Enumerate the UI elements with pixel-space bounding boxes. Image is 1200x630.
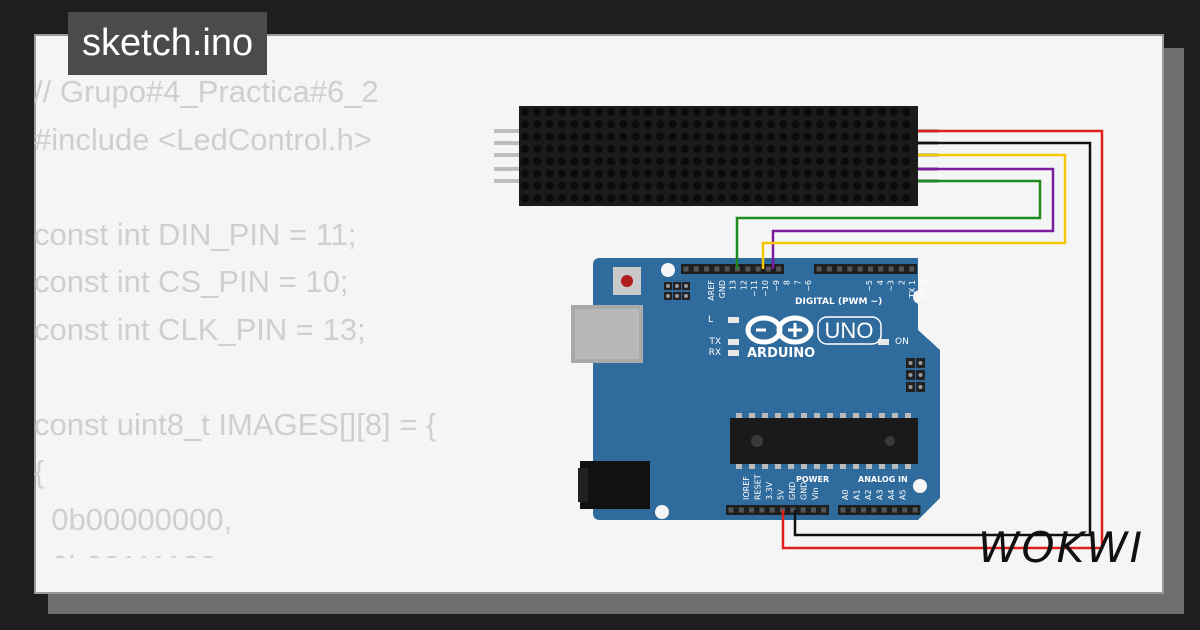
sketch-title-tab[interactable]: sketch.ino [68, 12, 268, 75]
digital-label: DIGITAL (PWM ~) [795, 297, 882, 307]
pin-label: ~5 [865, 280, 874, 292]
code-line: const int CLK_PIN = 13; [34, 311, 366, 347]
pin-label: RESET [754, 474, 763, 500]
pin-label: ~11 [750, 280, 759, 297]
pin-label: A0 [841, 489, 850, 500]
pin-label: ~3 [887, 280, 896, 292]
reset-button-icon[interactable] [613, 267, 641, 295]
rx-led-label: RX [709, 348, 721, 358]
code-line: const int DIN_PIN = 11; [34, 216, 357, 252]
pin-label: A4 [887, 489, 896, 500]
pin-label: Vin [811, 487, 820, 500]
pin-label: IOREF [742, 476, 751, 500]
pin-label: A5 [899, 489, 908, 500]
power-label: POWER [796, 475, 829, 484]
arduino-infinity-logo-icon [745, 315, 814, 345]
pin-label: TX 1 [908, 280, 917, 299]
pin-label: A1 [853, 489, 862, 500]
pin-label: AREF [707, 280, 716, 301]
wokwi-logo: WOKWI [978, 523, 1145, 572]
pin-label: A2 [864, 489, 873, 500]
code-line: #include <LedControl.h> [34, 121, 372, 157]
code-line: { [34, 454, 45, 489]
power-jack-icon [580, 461, 650, 509]
model-label: UNO [825, 318, 874, 343]
code-line: 0b00000000, [34, 501, 233, 537]
on-led-label: ON [895, 337, 909, 347]
pin-label: RX 0 [919, 280, 928, 299]
code-preview: // Grupo#4_Practica#6_2 #include <LedCont… [34, 68, 514, 558]
code-line: const uint8_t IMAGES[][8] = { [34, 406, 437, 442]
pin-label: 8 [783, 280, 792, 285]
pin-label: A3 [876, 489, 885, 500]
analog-label: ANALOG IN [858, 475, 908, 484]
pin-label: 5V [777, 489, 786, 500]
code-line: const int CS_PIN = 10; [34, 264, 349, 299]
pin-label: ~10 [761, 280, 770, 297]
pin-label: ~6 [804, 280, 813, 292]
wires [735, 129, 1104, 550]
code-line: // Grupo#4_Practica#6_2 [34, 74, 379, 109]
pin-label: GND [718, 280, 727, 298]
code-line: 0b00111100, [34, 543, 514, 558]
atmega-chip [730, 413, 918, 469]
pin-label: 2 [897, 280, 906, 285]
led-matrix-icon[interactable] [494, 106, 938, 206]
pin-label: GND [800, 482, 809, 500]
l-led-label: L [708, 315, 713, 325]
pin-label: 13 [729, 280, 738, 290]
pin-label: 12 [739, 280, 748, 290]
pin-label: ~9 [772, 280, 781, 292]
brand-label: ARDUINO [747, 346, 815, 361]
arduino-board[interactable]: UNO ARDUINO L TX RX ON DIGITAL (PWM ~) P… [571, 258, 940, 520]
tx-led-label: TX [708, 337, 721, 347]
pin-label: 4 [876, 280, 885, 285]
pin-label: 3.3V [765, 481, 774, 500]
pin-label: 7 [793, 280, 802, 285]
pin-label: GND [788, 482, 797, 500]
